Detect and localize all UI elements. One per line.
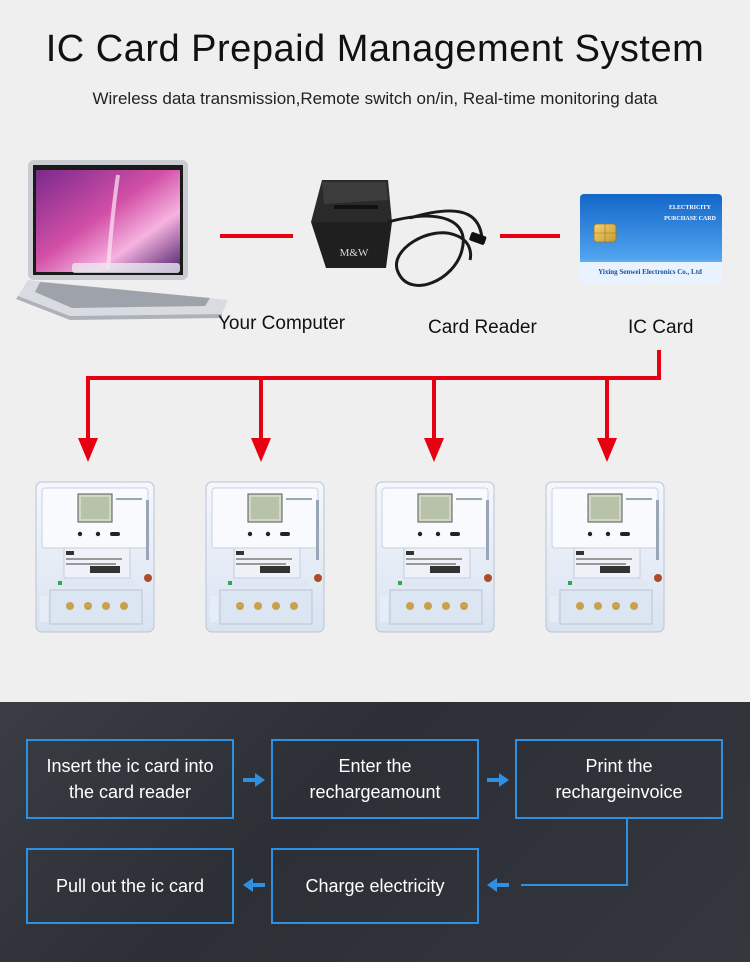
card-reader-label: Card Reader: [428, 317, 537, 338]
computer-label: Your Computer: [218, 313, 346, 334]
step-pull-out-card: Pull out the ic card: [26, 848, 234, 924]
card-reader-icon: M&W: [311, 180, 487, 287]
laptop-icon: [16, 160, 228, 320]
reader-brand-text: M&W: [340, 247, 369, 259]
card-company-text: Yixing Senwei Electronics Co., Ltd: [598, 268, 702, 276]
step-enter-amount: Enter the rechargeamount: [271, 739, 479, 819]
energy-meter-icon: [545, 481, 665, 633]
distribution-connectors: [78, 350, 661, 462]
card-title-line2: PURCHASE CARD: [664, 216, 717, 222]
ic-card-icon: ELECTRICITY PURCHASE CARD Yixing Senwei …: [580, 194, 722, 284]
energy-meter-icon: [205, 481, 325, 633]
card-title-line1: ELECTRICITY: [669, 205, 712, 211]
step-print-invoice: Print the rechargeinvoice: [515, 739, 723, 819]
ic-card-label: IC Card: [628, 317, 694, 338]
energy-meter-icon: [35, 481, 155, 633]
page-subtitle: Wireless data transmission,Remote switch…: [92, 89, 658, 108]
energy-meter-icon: [375, 481, 495, 633]
step-charge-electricity: Charge electricity: [271, 848, 479, 924]
page-title: IC Card Prepaid Management System: [45, 28, 705, 70]
step-insert-card: Insert the ic card into the card reader: [26, 739, 234, 819]
system-diagram: M&W ELECTRICITY PURCHASE CARD Yixing Sen…: [16, 160, 722, 633]
